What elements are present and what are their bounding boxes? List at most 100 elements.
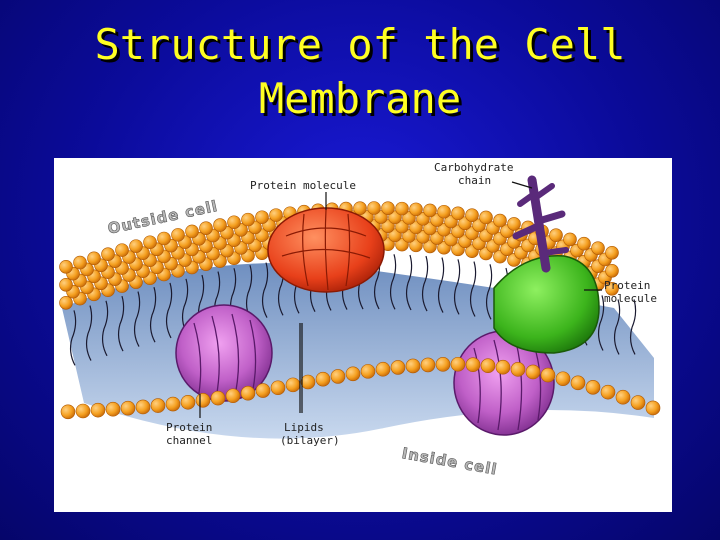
lipid-head — [540, 367, 556, 383]
lipid-head — [143, 235, 157, 250]
lipid-head — [60, 404, 76, 420]
lipid-head — [59, 259, 73, 274]
lipid-head — [435, 357, 451, 372]
slide-title: Structure of the Cell Membrane — [0, 18, 720, 126]
lipid-head — [420, 357, 436, 373]
label-protein-molecule-right-line-1: Protein — [604, 279, 651, 292]
label-lipids-line-2: (bilayer) — [280, 434, 340, 447]
lipid-head — [185, 224, 199, 239]
lipid-tail — [117, 295, 125, 352]
title-line-1: Structure of the Cell — [94, 20, 626, 69]
lipid-head — [171, 228, 185, 242]
lipid-head — [381, 201, 395, 215]
protein-channel-left — [175, 304, 273, 402]
lipid-head — [600, 384, 616, 400]
lipid-head — [605, 281, 619, 296]
lipid-head — [479, 210, 493, 225]
lipid-head — [375, 361, 391, 377]
protein-molecule-right — [493, 255, 600, 354]
lipid-tail — [485, 264, 493, 320]
lipid-head — [367, 201, 381, 215]
label-carbohydrate-line-1: Carbohydrate — [434, 161, 514, 174]
lipid-head — [549, 228, 563, 243]
lipid-tail — [437, 257, 445, 313]
lipid-head — [570, 375, 586, 391]
lipid-head — [507, 217, 521, 231]
lipid-head — [585, 380, 601, 395]
lipid-head — [555, 371, 571, 387]
lipid-head — [75, 403, 91, 419]
title-line-2: Membrane — [258, 74, 462, 123]
lipid-head — [135, 399, 151, 415]
label-carbohydrate-line-2: chain — [458, 174, 492, 187]
lipid-head — [450, 356, 466, 372]
lipid-tail — [421, 255, 429, 312]
lipid-head — [360, 364, 376, 379]
lipid-head — [101, 247, 115, 262]
lipid-head — [255, 383, 271, 398]
lipid-head — [437, 204, 451, 219]
lipid-tail — [597, 295, 605, 351]
label-protein-channel-line-2: channel — [166, 434, 213, 447]
lipid-tail — [69, 310, 77, 366]
lipid-tail — [405, 254, 413, 311]
lipid-head — [105, 401, 121, 417]
lipid-head — [315, 371, 331, 387]
lipid-head — [59, 277, 73, 292]
lipid-heads-inner — [60, 356, 661, 420]
lipid-head — [150, 398, 166, 413]
lipid-head — [615, 389, 631, 405]
lipid-head — [409, 202, 423, 217]
lipid-tail — [469, 261, 477, 317]
lipid-head — [493, 213, 507, 228]
lipid-head — [210, 390, 226, 406]
leader-lines — [199, 181, 602, 418]
lipid-head — [645, 400, 661, 416]
carbohydrate-chain — [512, 175, 569, 273]
lipid-head — [73, 255, 87, 270]
lipid-head — [630, 395, 646, 410]
lipid-head — [115, 243, 129, 257]
membrane-illustration — [59, 175, 661, 439]
lipid-head — [605, 245, 619, 260]
lipid-tail — [389, 254, 397, 310]
lipid-head — [240, 385, 256, 401]
lipid-tail — [101, 300, 109, 357]
lipid-head — [405, 358, 421, 374]
lipid-head — [213, 218, 227, 232]
lipid-head — [345, 366, 361, 382]
lipid-head — [59, 295, 73, 310]
lipid-head — [120, 400, 136, 416]
lipid-head — [480, 358, 496, 373]
lipid-tail — [165, 282, 173, 339]
lipid-head — [87, 251, 101, 266]
lipid-head — [300, 374, 316, 390]
label-protein-molecule-right-line-2: molecule — [604, 292, 657, 305]
lipid-head — [390, 360, 406, 375]
lipid-head — [395, 201, 409, 216]
label-protein-channel-line-1: Protein — [166, 421, 213, 434]
lipid-head — [225, 388, 241, 404]
lipid-head — [285, 377, 301, 393]
lipid-tail — [149, 286, 157, 343]
lipid-tail — [453, 259, 461, 315]
lipid-head — [605, 263, 619, 278]
lipid-head — [241, 212, 255, 227]
lipid-head — [465, 357, 481, 373]
lipid-tail — [133, 291, 141, 347]
lipid-head — [451, 206, 465, 221]
lipid-head — [270, 380, 286, 396]
lipid-tail — [629, 299, 637, 355]
lipid-head — [195, 392, 211, 408]
lipid-tail — [85, 305, 93, 361]
cell-membrane-diagram: Protein molecule Carbohydrate chain Prot… — [54, 158, 672, 512]
label-protein-molecule-top: Protein molecule — [250, 179, 356, 192]
lipid-head — [129, 239, 143, 253]
lipid-head — [591, 241, 605, 255]
lipid-head — [227, 215, 241, 230]
lipid-head — [353, 201, 367, 215]
lipid-head — [165, 396, 181, 412]
lipid-head — [199, 221, 213, 235]
lipid-tail — [261, 262, 269, 318]
lipid-head — [255, 210, 269, 225]
